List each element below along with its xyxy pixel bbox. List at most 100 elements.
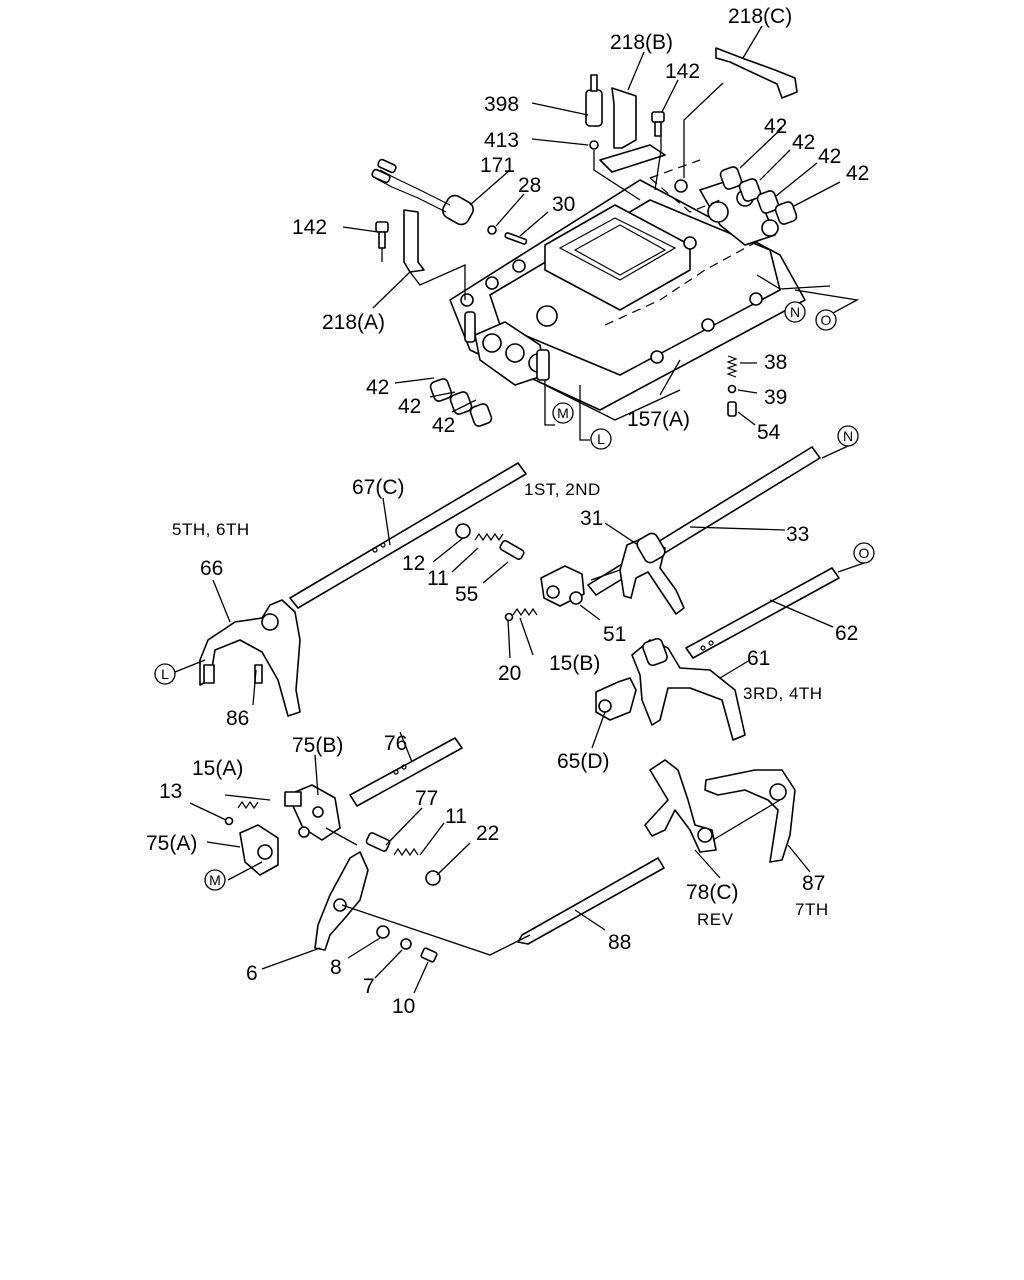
ref-link-l bbox=[174, 659, 206, 673]
detent-55 bbox=[499, 539, 525, 561]
label-28: 28 bbox=[518, 174, 541, 197]
ref-link-n bbox=[821, 445, 849, 459]
assembly-lines-top bbox=[381, 82, 859, 441]
washer-7 bbox=[400, 938, 412, 950]
label-398: 398 bbox=[484, 93, 519, 116]
bolt-142-top bbox=[651, 111, 665, 137]
fork-87-7th bbox=[704, 769, 796, 863]
shift-cover-housing bbox=[449, 179, 806, 411]
note-1st-2nd: 1ST, 2ND bbox=[524, 480, 601, 499]
ref-link-o bbox=[837, 562, 865, 573]
label-10: 10 bbox=[392, 995, 415, 1018]
label-77: 77 bbox=[415, 787, 438, 810]
label-87: 87 bbox=[802, 872, 825, 895]
block-75a bbox=[239, 824, 279, 876]
fork-31 bbox=[619, 532, 685, 615]
label-62: 62 bbox=[835, 622, 858, 645]
block-65d bbox=[595, 677, 637, 721]
label-75b: 75(B) bbox=[292, 734, 343, 757]
label-39: 39 bbox=[764, 386, 787, 409]
bracket-218b-tab bbox=[599, 144, 666, 173]
sleeve-42-right-group bbox=[719, 166, 798, 225]
ref-marker-n-top: N bbox=[784, 301, 806, 323]
label-42-r1: 42 bbox=[764, 115, 787, 138]
note-3rd-4th: 3RD, 4TH bbox=[743, 684, 823, 703]
label-42-r2: 42 bbox=[792, 131, 815, 154]
bushing-8 bbox=[376, 925, 390, 939]
pin-30 bbox=[504, 232, 528, 245]
label-157a: 157(A) bbox=[627, 408, 690, 431]
leader-lines-top bbox=[342, 25, 841, 426]
label-66: 66 bbox=[200, 557, 223, 580]
label-30: 30 bbox=[552, 193, 575, 216]
note-rev: REV bbox=[697, 910, 734, 929]
label-11-lower: 11 bbox=[445, 805, 467, 828]
label-218c: 218(C) bbox=[728, 5, 792, 28]
label-33: 33 bbox=[786, 523, 809, 546]
bolt-142-left bbox=[375, 221, 389, 249]
gear-notes: 1ST, 2ND 5TH, 6TH 3RD, 4TH REV 7TH bbox=[172, 480, 829, 929]
label-86: 86 bbox=[226, 707, 249, 730]
block-51 bbox=[540, 565, 585, 607]
part-labels: 218(C) 218(B) 142 398 413 171 28 30 142 … bbox=[146, 5, 869, 1018]
block-75b bbox=[284, 784, 341, 841]
bolt-10 bbox=[420, 947, 438, 963]
label-171: 171 bbox=[480, 154, 515, 177]
spring-11-upper bbox=[474, 532, 504, 542]
label-413: 413 bbox=[484, 129, 519, 152]
label-55: 55 bbox=[455, 583, 478, 606]
label-7: 7 bbox=[363, 975, 375, 998]
label-15b: 15(B) bbox=[549, 652, 600, 675]
svg-text:N: N bbox=[790, 304, 800, 320]
ref-marker-l-top: L bbox=[590, 428, 612, 450]
fork-61 bbox=[631, 637, 746, 741]
label-61: 61 bbox=[747, 647, 770, 670]
ref-marker-l-fork: L bbox=[154, 663, 176, 685]
label-12: 12 bbox=[402, 552, 425, 575]
svg-text:M: M bbox=[557, 405, 569, 421]
bracket-218c bbox=[715, 47, 798, 99]
switch-398 bbox=[585, 74, 603, 127]
label-6: 6 bbox=[246, 962, 258, 985]
sensor-171 bbox=[371, 158, 474, 226]
plug-22 bbox=[425, 870, 441, 886]
label-20: 20 bbox=[498, 662, 521, 685]
svg-text:L: L bbox=[161, 666, 169, 682]
fork-78c-rev bbox=[644, 759, 717, 853]
label-8: 8 bbox=[330, 956, 342, 979]
svg-text:L: L bbox=[597, 431, 605, 447]
plunger-77 bbox=[365, 832, 391, 852]
label-42-l1: 42 bbox=[366, 376, 389, 399]
assembly-lines-bottom bbox=[224, 569, 781, 956]
shaft-88 bbox=[517, 857, 665, 945]
label-42-r4: 42 bbox=[846, 162, 869, 185]
spring-15b bbox=[512, 607, 538, 617]
label-142-top: 142 bbox=[665, 60, 700, 83]
spring-15a bbox=[237, 800, 259, 810]
fork-66 bbox=[199, 599, 301, 717]
svg-text:O: O bbox=[821, 312, 832, 328]
ref-marker-o-top: O bbox=[815, 309, 837, 331]
label-51: 51 bbox=[603, 623, 626, 646]
spring-11-lower bbox=[393, 847, 419, 857]
label-11-upper: 11 bbox=[427, 567, 449, 590]
label-54: 54 bbox=[757, 421, 781, 444]
shift-rod-67c bbox=[289, 462, 527, 609]
svg-text:O: O bbox=[859, 545, 870, 561]
note-5th-6th: 5TH, 6TH bbox=[172, 520, 250, 539]
label-38: 38 bbox=[764, 351, 787, 374]
spring-38 bbox=[726, 355, 738, 378]
label-78c: 78(C) bbox=[686, 881, 739, 904]
label-42-r3: 42 bbox=[818, 145, 841, 168]
label-142-left: 142 bbox=[292, 216, 327, 239]
label-22: 22 bbox=[476, 822, 499, 845]
label-218a: 218(A) bbox=[322, 311, 385, 334]
plug-12 bbox=[455, 523, 471, 539]
plug-54 bbox=[727, 401, 737, 417]
ball-413 bbox=[589, 140, 599, 150]
note-7th: 7TH bbox=[795, 900, 829, 919]
label-76: 76 bbox=[384, 732, 407, 755]
label-15a: 15(A) bbox=[192, 757, 243, 780]
